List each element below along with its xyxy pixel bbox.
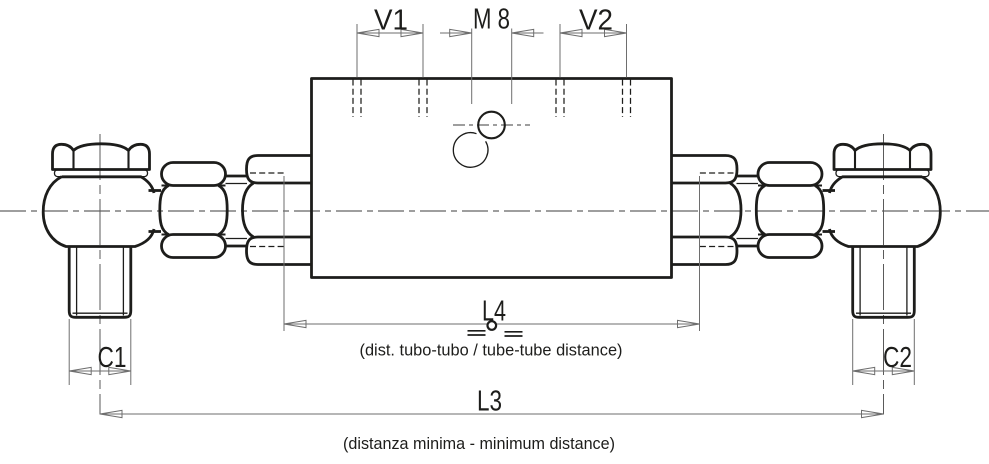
- dimension-label-c1: C1: [98, 342, 127, 374]
- centerlines: [0, 124, 989, 415]
- dimension-v2: V2: [559, 5, 627, 78]
- m8-port-hole: [477, 110, 506, 140]
- hidden-port-holes: [352, 79, 632, 117]
- dimension-v1: V1: [356, 5, 424, 78]
- symmetry-mark: [486, 320, 498, 331]
- equality-marks: [467, 329, 523, 337]
- dimension-label-l3: L3: [477, 386, 502, 418]
- dimension-label-v1: V1: [374, 5, 408, 37]
- left-ball-joint-assembly: [41, 142, 314, 319]
- dimension-l3: L3 (distanza minima - minimum distance): [99, 386, 884, 453]
- l4-caption: (dist. tubo-tubo / tube-tube distance): [360, 341, 623, 360]
- m8-thread-arc: [452, 132, 489, 168]
- dimension-label-m8: M 8: [473, 4, 510, 36]
- l3-caption: (distanza minima - minimum distance): [343, 434, 615, 453]
- dimension-c2: C2: [852, 319, 915, 385]
- dimension-label-v2: V2: [579, 5, 613, 37]
- dimension-m8: M 8: [440, 4, 544, 104]
- dimension-l4: L4 (dist. tubo-tubo / tube-tube distance…: [283, 176, 700, 360]
- right-ball-joint-assembly: [670, 142, 942, 319]
- dimension-c1: C1: [68, 319, 132, 385]
- manifold-block: [310, 77, 673, 279]
- dimension-label-c2: C2: [883, 342, 912, 374]
